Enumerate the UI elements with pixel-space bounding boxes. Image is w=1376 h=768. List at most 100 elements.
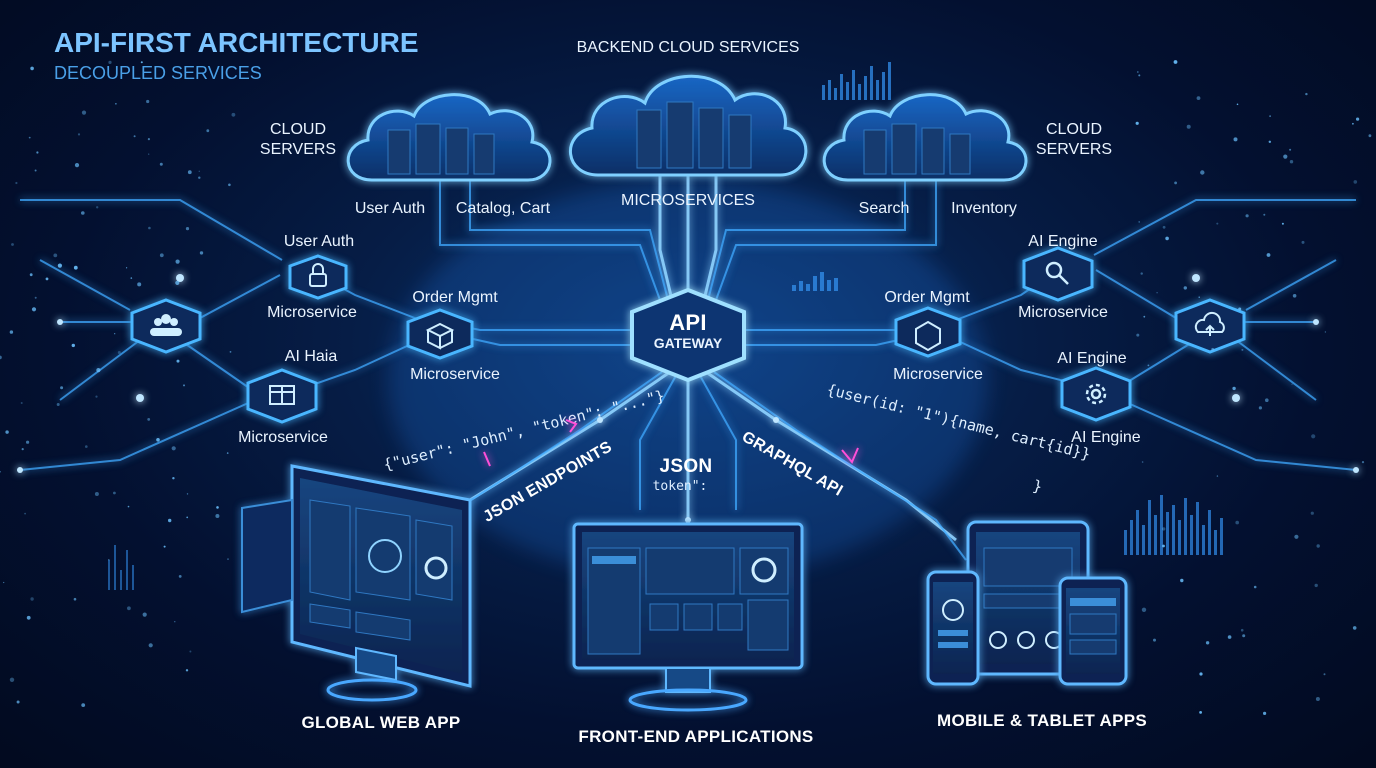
particle-dot	[1316, 544, 1320, 548]
particle-dot	[140, 61, 143, 64]
node-gear-right	[1060, 366, 1132, 422]
particle-dot	[1199, 711, 1202, 714]
particle-dot	[168, 518, 172, 523]
particle-dot	[1153, 638, 1156, 642]
left-label-order-mgmt: Order Mgmt	[412, 289, 498, 306]
gear-icon	[1085, 383, 1107, 405]
cloud-right-caption-a: Search	[859, 200, 910, 217]
particle-dot	[183, 384, 185, 387]
particle-dot	[1186, 124, 1191, 129]
particle-dot	[1141, 461, 1144, 463]
particle-dot	[1268, 140, 1272, 143]
left-label-microservice-3: Microservice	[238, 429, 328, 446]
left-label-user-auth: User Auth	[284, 233, 354, 250]
particle-dot	[1353, 180, 1358, 184]
particle-dot	[56, 403, 60, 406]
server-rack-icon	[445, 127, 469, 175]
particle-dot	[1368, 134, 1372, 138]
server-rack-icon	[666, 101, 694, 169]
particle-dot	[26, 440, 30, 444]
particle-dot	[0, 355, 2, 360]
particle-dot	[20, 402, 23, 404]
particle-dot	[1310, 511, 1314, 515]
particle-dot	[30, 597, 34, 601]
node-team-left	[130, 298, 202, 354]
particle-dot	[36, 151, 39, 154]
token-label: token":	[653, 479, 708, 494]
particle-dot	[1301, 240, 1305, 244]
particle-dot	[1263, 711, 1267, 716]
decorative-bar-chart-mid	[792, 272, 838, 291]
desktop-screen-ui	[309, 499, 453, 641]
right-label-ai-engine-1: AI Engine	[1028, 233, 1097, 250]
particle-dot	[187, 170, 192, 175]
client-label-web: GLOBAL WEB APP	[301, 713, 460, 732]
server-rack-icon	[949, 133, 971, 175]
particle-dot	[216, 506, 219, 509]
cloud-servers-right	[822, 93, 1028, 182]
particle-dot	[1183, 286, 1188, 290]
particle-dot	[1205, 641, 1210, 645]
particle-dot	[28, 136, 31, 139]
server-rack-icon	[728, 114, 752, 169]
particle-dot	[163, 545, 166, 548]
particle-dot	[198, 176, 201, 179]
particle-dot	[215, 514, 220, 518]
decorative-bar-chart-right	[1124, 495, 1223, 555]
left-label-microservice-2: Microservice	[410, 366, 500, 383]
particle-dot	[156, 438, 160, 442]
right-label-ai-engine-3: AI Engine	[1071, 429, 1140, 446]
particle-dot	[115, 103, 117, 105]
gateway-label-1: API	[669, 310, 707, 335]
particle-dot	[1352, 626, 1357, 630]
left-label-ai-haia: AI Haia	[285, 348, 338, 365]
cloud-center-caption: MICROSERVICES	[621, 192, 755, 209]
particle-dot	[73, 597, 77, 601]
particle-dot	[24, 512, 26, 515]
particle-dot	[16, 700, 20, 704]
particle-dot	[148, 226, 151, 230]
particle-dot	[227, 558, 229, 560]
particle-dot	[1314, 583, 1318, 588]
particle-dot	[1135, 121, 1139, 125]
api-gateway	[630, 287, 746, 383]
particle-dot	[108, 60, 112, 64]
particle-dot	[1245, 214, 1249, 218]
particle-dot	[1242, 634, 1246, 638]
particle-dot	[226, 452, 229, 454]
particle-dot	[96, 206, 99, 209]
particle-dot	[1241, 348, 1244, 351]
particle-dot	[1138, 74, 1141, 77]
particle-dot	[1238, 307, 1242, 311]
particle-dot	[159, 162, 163, 166]
right-label-microservice-2: Microservice	[893, 366, 983, 383]
particle-dot	[186, 516, 189, 519]
particle-dot	[1266, 253, 1271, 257]
particle-dot	[1143, 315, 1146, 318]
particle-dot	[148, 153, 150, 155]
particle-dot	[77, 133, 81, 136]
right-label-ai-engine-2: AI Engine	[1057, 350, 1126, 367]
particle-dot	[1162, 225, 1166, 229]
particle-dot	[34, 169, 37, 172]
cube-icon	[425, 322, 455, 350]
server-rack-icon	[636, 109, 662, 169]
particle-dot	[21, 448, 24, 451]
cloud-left-caption-b: Catalog, Cart	[456, 200, 551, 217]
particle-dot	[1200, 170, 1205, 175]
particle-dot	[186, 493, 189, 495]
particle-dot	[1174, 181, 1177, 185]
particle-dot	[1162, 544, 1165, 548]
particle-dot	[9, 677, 15, 682]
particle-dot	[5, 430, 9, 434]
particle-dot	[1291, 383, 1293, 385]
particle-dot	[228, 183, 231, 187]
particle-dot	[114, 333, 116, 335]
node-search-right	[1022, 246, 1094, 302]
particle-dot	[1196, 96, 1201, 100]
package-icon	[269, 385, 295, 405]
particle-dot	[60, 386, 64, 390]
particle-dot	[1292, 294, 1297, 298]
particle-dot	[1240, 628, 1244, 632]
